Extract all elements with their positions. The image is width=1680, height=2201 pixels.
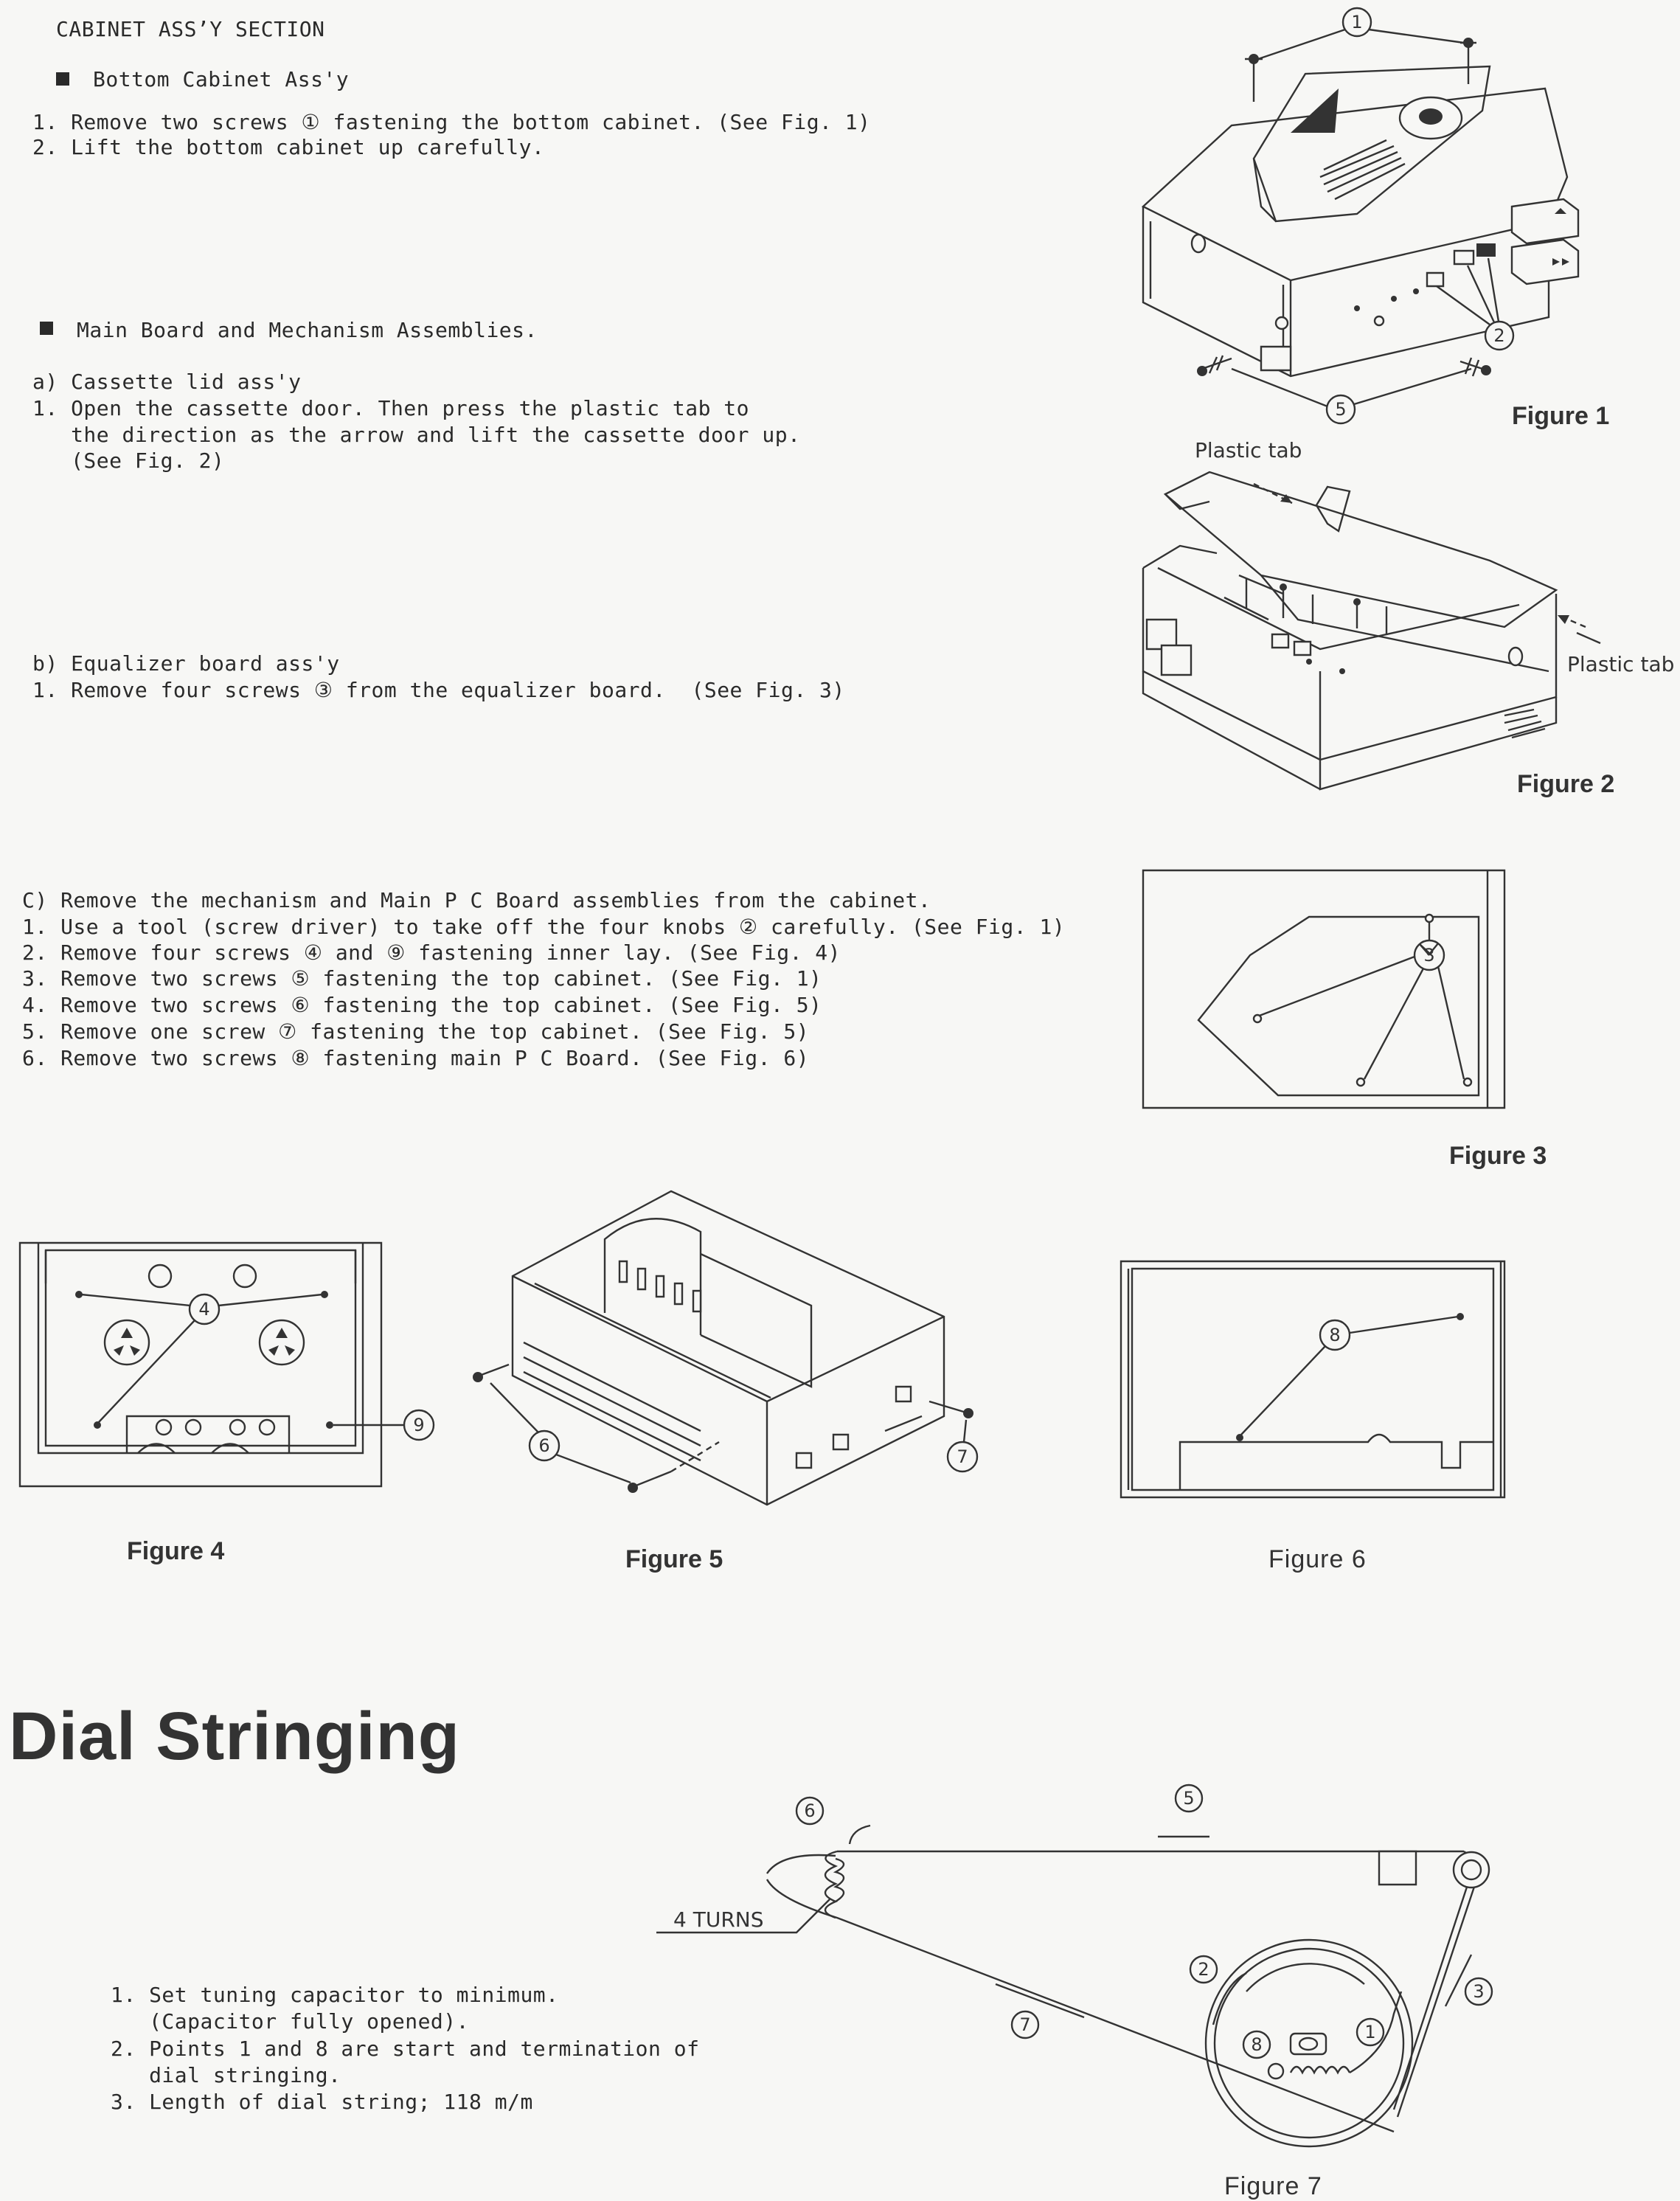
callout-5: 5 [1335,399,1346,420]
figure-1-label: Figure 1 [1512,402,1610,430]
figure-6-label: Figure 6 [1268,1545,1367,1573]
mechanism-title: C) Remove the mechanism and Main P C Boa… [22,888,931,912]
equalizer-title: b) Equalizer board ass'y [32,651,340,676]
figure-7-label: Figure 7 [1224,2172,1322,2200]
mechanism-step-4: 4. Remove two screws ⑥ fastening the top… [22,993,822,1017]
equalizer-step-1: 1. Remove four screws ③ from the equaliz… [32,678,845,702]
plastic-tab-right-label: Plastic tab [1567,652,1674,676]
figure-5-drawing: 6 7 [473,1188,988,1519]
dial-callout-6: 6 [804,1800,815,1821]
dial-step-line-3: 2. Points 1 and 8 are start and terminat… [111,2037,700,2061]
figure-4-label: Figure 4 [127,1537,225,1565]
dial-step-line-5: 3. Length of dial string; 118 m/m [111,2090,533,2114]
bullet-square [40,322,53,335]
dial-step-line-2: (Capacitor fully opened). [111,2009,470,2034]
figure-5-label: Figure 5 [625,1545,723,1573]
plastic-tab-label: Plastic tab [1195,438,1302,462]
callout-3: 3 [1423,945,1434,966]
dial-callout-1: 1 [1364,2022,1375,2042]
figure-3-drawing: 3 [1139,867,1508,1110]
dial-callout-7: 7 [1019,2014,1030,2035]
dial-callout-8: 8 [1251,2034,1262,2055]
bottom-cabinet-step-1: 1. Remove two screws ① fastening the bot… [32,110,871,134]
figure-2-drawing: Plastic tab Plastic tab [1136,438,1674,804]
callout-6: 6 [538,1435,549,1456]
figure-3-label: Figure 3 [1449,1142,1547,1170]
mechanism-step-6: 6. Remove two screws ⑧ fastening main P … [22,1046,810,1070]
cassette-lid-step-line-3: (See Fig. 2) [32,448,225,473]
dial-step-line-4: dial stringing. [111,2063,341,2087]
bottom-cabinet-step-2: 2. Lift the bottom cabinet up carefully. [32,135,545,159]
callout-7: 7 [957,1446,968,1467]
mechanism-step-1: 1. Use a tool (screw driver) to take off… [22,915,1066,939]
dial-step-line-1: 1. Set tuning capacitor to minimum. [111,1983,559,2007]
dial-callout-3: 3 [1473,1981,1484,2002]
figure-7-drawing: 4 TURNS 6 5 2 3 1 8 7 [656,1770,1519,2169]
dial-stringing-title: Dial Stringing [9,1699,460,1774]
cassette-lid-step-line-1: 1. Open the cassette door. Then press th… [32,396,750,420]
callout-8: 8 [1329,1325,1340,1345]
callout-1: 1 [1351,12,1362,32]
figure-4-drawing: 4 9 [16,1239,385,1490]
callout-2: 2 [1493,325,1504,346]
dial-callout-2: 2 [1198,1959,1209,1980]
figure-1-drawing: 1 2 5 [1136,0,1593,413]
dial-callout-5: 5 [1183,1788,1194,1809]
bottom-cabinet-heading: Bottom Cabinet Ass'y [93,67,350,91]
figure-6-drawing: 8 [1117,1258,1508,1501]
main-board-heading: Main Board and Mechanism Assemblies. [77,318,538,342]
mechanism-step-5: 5. Remove one screw ⑦ fastening the top … [22,1019,810,1044]
mechanism-step-2: 2. Remove four screws ④ and ⑨ fastening … [22,940,841,965]
mechanism-step-3: 3. Remove two screws ⑤ fastening the top… [22,966,822,991]
cassette-lid-step-line-2: the direction as the arrow and lift the … [32,423,801,447]
four-turns-label: 4 TURNS [673,1907,764,1932]
callout-9: 9 [413,1415,424,1435]
figure-2-label: Figure 2 [1517,770,1615,798]
cassette-lid-title: a) Cassette lid ass'y [32,370,302,394]
cabinet-section-title: CABINET ASS’Y SECTION [56,17,325,41]
callout-4: 4 [198,1299,209,1320]
bullet-square [56,72,69,86]
